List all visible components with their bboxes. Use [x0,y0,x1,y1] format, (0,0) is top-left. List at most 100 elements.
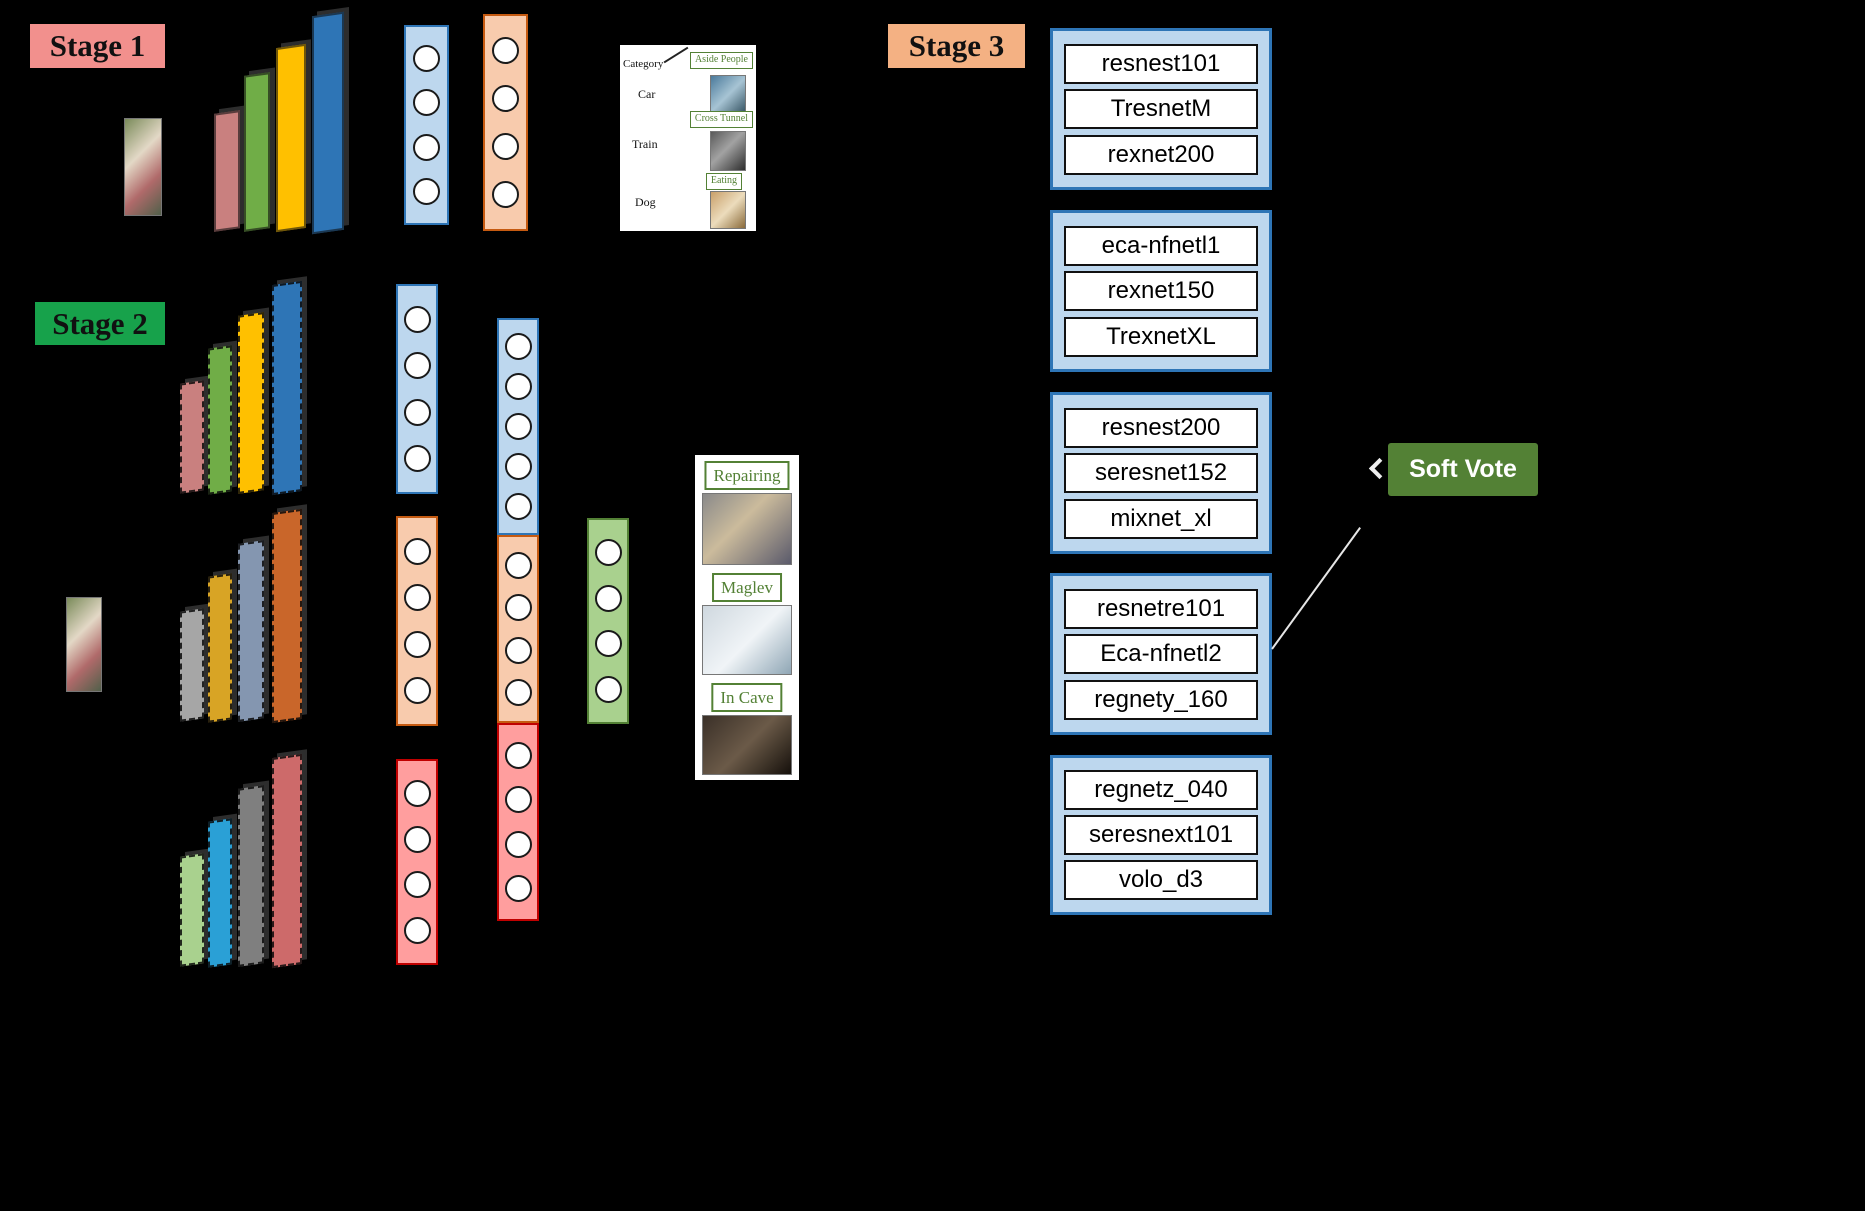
neuron-node [403,398,431,426]
cross-tunnel-photo [710,131,746,171]
neuron-node [403,445,431,473]
model-box: volo_d3 [1064,860,1258,900]
action-label-cross-tunnel: Cross Tunnel [689,111,753,128]
neuron-node [504,373,532,400]
neuron-node [403,779,431,807]
neuron-node [504,413,532,440]
model-box: mixnet_xl [1064,498,1258,539]
neuron-node [594,538,622,566]
conv-layer-yellow [238,312,264,494]
category-dog: Dog [635,195,656,209]
neuron-node [492,181,519,208]
stage1-output-card: Category Aside People Car Cross Tunnel T… [620,45,756,231]
model-box: eca-nfnetl1 [1064,225,1258,266]
neuron-node [504,453,532,480]
neuron-node [403,677,431,705]
neuron-node [504,493,532,520]
category-pointer-line [663,46,689,64]
neuron-node [504,830,532,858]
prediction-label-maglev: Maglev [712,573,782,603]
model-box: resnest101 [1064,43,1258,84]
neuron-node [594,584,622,612]
category-header: Category [623,58,664,70]
model-box: TrexnetXL [1064,316,1258,357]
model-box: rexnet150 [1064,271,1258,311]
neuron-node [413,89,440,117]
prediction-label-in-cave: In Cave [711,683,783,713]
conv-layer-lightgreen [180,853,204,967]
category-car: Car [638,87,656,101]
conv-layer-green [208,345,232,495]
conv-layer-gray [180,608,204,722]
feature-column-red-stage2 [396,759,438,965]
model-box: Eca-nfnetl2 [1064,634,1258,674]
conv-layer-cyan [208,818,232,968]
conv-layer-blue [272,280,302,496]
concat-column-red [497,723,539,921]
neuron-node [504,333,532,360]
model-box: rexnet200 [1064,134,1258,175]
soft-vote-arrowhead-icon [1368,457,1391,480]
neuron-node [413,178,440,206]
action-label-eating: Eating [705,173,742,190]
neuron-node [403,630,431,658]
feature-column-blue-stage1 [404,25,449,225]
neuron-node [504,874,532,902]
neuron-node [492,37,519,64]
neuron-node [504,786,532,814]
model-group-2: eca-nfnetl1 rexnet150 TrexnetXL [1050,210,1272,372]
model-box: regnety_160 [1064,679,1258,720]
conv-layer-mustard [208,573,232,723]
conv-layer-pink [214,110,240,232]
conv-layer-orange [272,508,302,724]
neuron-node [413,133,440,161]
neuron-node [403,917,431,945]
aside-people-photo [710,75,746,115]
category-train: Train [632,137,658,151]
neuron-node [413,44,440,72]
conv-layer-blue [312,11,344,235]
neuron-node [594,630,622,658]
neuron-node [403,584,431,612]
neuron-node [403,352,431,380]
neuron-node [403,305,431,333]
neuron-node [492,133,519,160]
soft-vote-box: Soft Vote [1388,443,1538,496]
neuron-node [504,552,532,580]
model-box: resnetre101 [1064,588,1258,629]
stage2-label: Stage 2 [35,302,165,345]
concat-column-blue [497,318,539,535]
model-box: regnetz_040 [1064,770,1258,810]
model-group-5: regnetz_040 seresnext101 volo_d3 [1050,755,1272,915]
neuron-node [594,676,622,704]
maglev-photo [702,605,792,675]
stage1-label: Stage 1 [30,24,165,68]
feature-column-peach-stage2 [396,516,438,726]
neuron-node [504,742,532,770]
connector-line [1271,527,1361,650]
neuron-node [403,871,431,899]
prediction-label-repairing: Repairing [704,461,790,491]
model-box: resnest200 [1064,407,1258,448]
conv-layer-green [244,72,270,232]
in-cave-photo [702,715,792,775]
stage2-output-card: Repairing Maglev In Cave [695,455,799,780]
model-group-3: resnest200 seresnet152 mixnet_xl [1050,392,1272,554]
conv-layer-darkgray [238,785,264,967]
conv-layer-pink [180,380,204,494]
model-group-1: resnest101 TresnetM rexnet200 [1050,28,1272,190]
model-box: seresnext101 [1064,815,1258,855]
model-box: TresnetM [1064,89,1258,129]
conv-layer-yellow [276,43,306,233]
repairing-photo [702,493,792,565]
model-box: seresnet152 [1064,453,1258,493]
stage2-input-image [66,597,102,692]
fusion-column-green [587,518,629,724]
conv-layer-red [272,753,302,969]
model-group-4: resnetre101 Eca-nfnetl2 regnety_160 [1050,573,1272,735]
neuron-node [504,678,532,706]
eating-photo [710,191,746,229]
stage1-input-image [124,118,162,216]
neuron-node [504,636,532,664]
